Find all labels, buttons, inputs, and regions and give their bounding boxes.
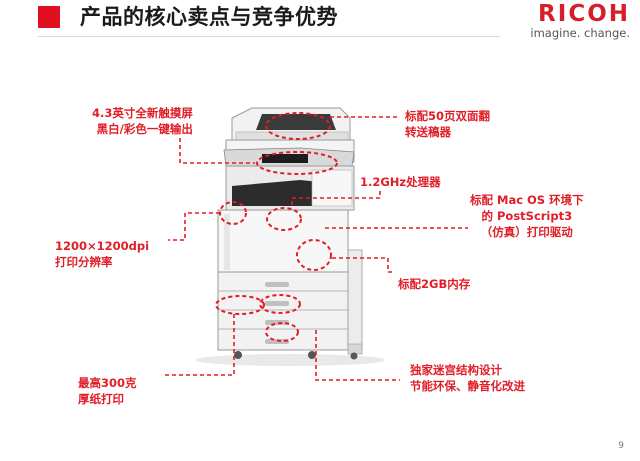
logo-tagline: imagine. change. [530,26,630,40]
callout-lines [165,116,468,381]
logo-wordmark: RICOH [538,1,630,27]
callout-cpu-line-1: 1.2GHz处理器 [360,175,441,189]
ricoh-logo: RICOH imagine. change. [510,2,630,40]
callout-touchscreen-line-1: 4.3英寸全新触摸屏 [92,106,193,120]
callout-adf-line-1: 标配50页双面翻 [405,109,491,123]
printer-illustration [195,107,385,366]
callout-adf-line-2: 转送稿器 [405,125,451,139]
callout-thick-paper-line-1: 最高300克 [78,376,137,390]
callout-resolution-line-2: 打印分辨率 [55,255,113,269]
callout-touchscreen-line-2: 黑白/彩色一键输出 [96,122,193,136]
title-divider [38,36,500,37]
callout-resolution-line-1: 1200×1200dpi [55,239,150,253]
callout-thick-paper: 最高300克 厚纸打印 [78,375,137,407]
title-bullet-square [38,6,60,28]
callout-memory: 标配2GB内存 [398,276,470,292]
callout-thick-paper-line-2: 厚纸打印 [78,392,124,406]
page-number: 9 [618,441,624,451]
callout-postscript: 标配 Mac OS 环境下 的 PostScript3 （仿真）打印驱动 [470,192,584,240]
callout-maze: 独家迷宫结构设计 节能环保、静音化改进 [410,362,525,394]
slide-title: 产品的核心卖点与竞争优势 [80,5,338,29]
callout-cpu: 1.2GHz处理器 [360,174,441,190]
callout-memory-line-1: 标配2GB内存 [398,277,471,291]
callout-postscript-line-3: （仿真）打印驱动 [480,225,573,239]
callout-adf: 标配50页双面翻 转送稿器 [405,108,490,140]
callout-maze-line-2: 节能环保、静音化改进 [410,379,525,393]
callout-resolution: 1200×1200dpi 打印分辨率 [55,238,149,270]
slide-header: 产品的核心卖点与竞争优势 RICOH imagine. change. [0,0,640,44]
callout-touchscreen: 4.3英寸全新触摸屏 黑白/彩色一键输出 [92,105,193,137]
callout-postscript-line-2: 的 PostScript3 [481,209,573,223]
callout-postscript-line-1: 标配 Mac OS 环境下 [470,193,584,207]
callout-maze-line-1: 独家迷宫结构设计 [410,363,502,377]
